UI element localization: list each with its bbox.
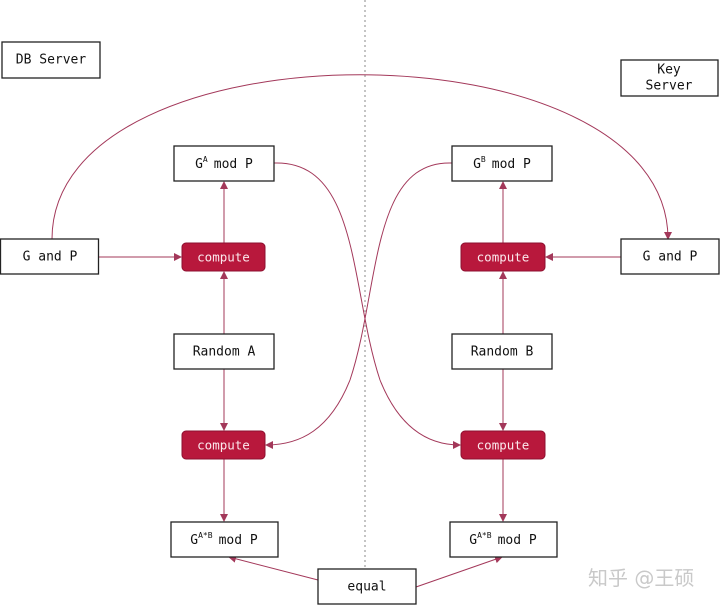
- svg-text:Random B: Random B: [471, 345, 534, 360]
- key-server-node: Key Server: [620, 59, 719, 97]
- arrow-equal-to-gab-left: [228, 554, 319, 581]
- svg-text:compute: compute: [197, 438, 250, 453]
- equal-node: equal: [317, 568, 417, 605]
- svg-text:compute: compute: [197, 250, 250, 265]
- svg-text:equal: equal: [347, 580, 386, 595]
- svg-text:G and P: G and P: [23, 250, 78, 265]
- arrow-equal-to-gab-right: [415, 555, 503, 588]
- compute-left-bottom: compute: [181, 430, 266, 460]
- arrow-gb-to-compute-left: [265, 162, 453, 449]
- arc-db-to-key: [51, 74, 672, 240]
- svg-text:compute: compute: [477, 250, 530, 265]
- g-and-p-left-node: G and P: [0, 238, 100, 275]
- watermark: 知乎 @王硕: [588, 566, 695, 590]
- db-server-label: DB Server: [16, 53, 87, 68]
- svg-text:G and P: G and P: [643, 250, 698, 265]
- compute-left-top: compute: [181, 242, 266, 272]
- g-and-p-right-node: G and P: [620, 238, 720, 275]
- random-b-node: Random B: [451, 333, 553, 370]
- compute-right-top: compute: [460, 242, 546, 272]
- compute-right-bottom: compute: [460, 430, 546, 460]
- random-a-node: Random A: [173, 333, 275, 370]
- arrow-ga-to-compute-right: [273, 162, 461, 449]
- key-server-label-1: Key: [657, 63, 681, 78]
- svg-text:compute: compute: [477, 438, 530, 453]
- key-server-label-2: Server: [646, 79, 693, 94]
- db-server-node: DB Server: [1, 41, 101, 79]
- svg-text:Random A: Random A: [193, 345, 256, 360]
